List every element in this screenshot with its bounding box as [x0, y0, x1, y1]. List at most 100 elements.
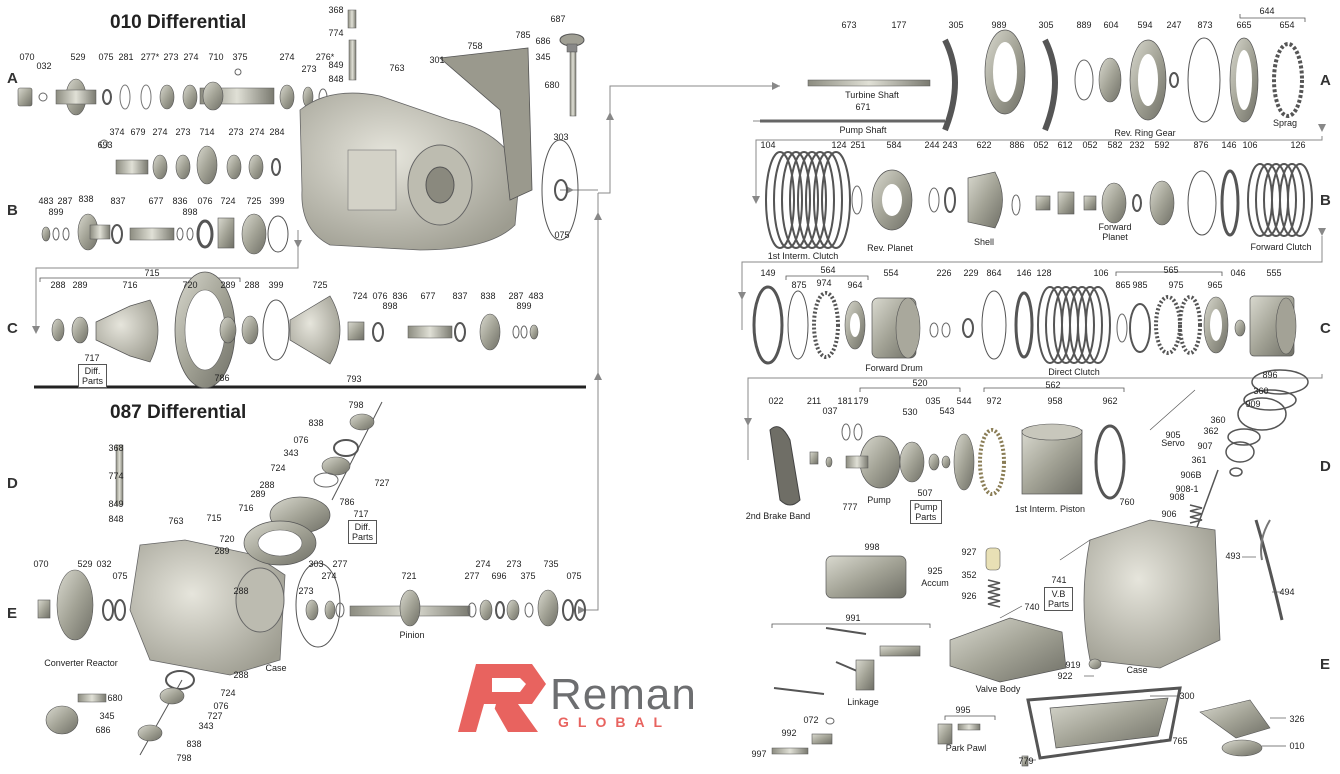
name-forward-planet: Forward Planet [1098, 222, 1132, 242]
name-linkage: Linkage [847, 697, 879, 707]
part-022: 022 [768, 396, 784, 406]
part-724: 724 [270, 463, 286, 473]
part-046: 046 [1230, 268, 1246, 278]
row-e-right-parts [771, 519, 1284, 767]
part-360: 360 [1253, 386, 1269, 396]
part-889: 889 [1076, 20, 1092, 30]
diff-parts-box-087: Diff. Parts [348, 520, 378, 544]
title-087-differential: 087 Differential [110, 402, 247, 423]
part-898: 898 [182, 207, 198, 217]
name-direct-clutch: Direct Clutch [1048, 367, 1100, 377]
part-838: 838 [78, 194, 94, 204]
part-277: 277 [332, 559, 348, 569]
part-919: 919 [1065, 660, 1081, 670]
part-352: 352 [961, 570, 977, 580]
part-273: 273 [163, 52, 179, 62]
part-716: 716 [122, 280, 138, 290]
vb-parts-box: V.B Parts [1044, 587, 1074, 611]
vb-parts-box-text: V.B Parts [1048, 589, 1070, 609]
row-a-left-parts [17, 68, 328, 116]
part-274: 274 [152, 127, 168, 137]
name-forward-clutch: Forward Clutch [1250, 242, 1312, 252]
part-696: 696 [491, 571, 507, 581]
part-179: 179 [853, 396, 869, 406]
part-837: 837 [452, 291, 468, 301]
part-727: 727 [207, 711, 223, 721]
part-284: 284 [269, 127, 285, 137]
part-604: 604 [1103, 20, 1119, 30]
part-779: 779 [1018, 756, 1034, 766]
row-letter-right-d: D [1320, 458, 1331, 475]
name-pinion: Pinion [399, 630, 425, 640]
row-d-right-parts [769, 369, 1309, 531]
part-724: 724 [352, 291, 368, 301]
part-836: 836 [172, 196, 188, 206]
part-922: 922 [1057, 671, 1073, 681]
part-543: 543 [939, 406, 955, 416]
part-277: 277* [140, 52, 160, 62]
part-326: 326 [1289, 714, 1305, 724]
diff-087-upper-drawing [243, 401, 383, 566]
part-671: 671 [855, 102, 871, 112]
part-724: 724 [220, 688, 236, 698]
part-493: 493 [1225, 551, 1241, 561]
part-076: 076 [293, 435, 309, 445]
part-687: 687 [550, 14, 566, 24]
part-686: 686 [95, 725, 111, 735]
part-925: 925 [927, 566, 943, 576]
part-786: 786 [214, 373, 230, 383]
part-594: 594 [1137, 20, 1153, 30]
part-276: 276* [315, 52, 335, 62]
part-494: 494 [1279, 587, 1295, 597]
part-032: 032 [96, 559, 112, 569]
part-673: 673 [841, 20, 857, 30]
part-149: 149 [760, 268, 776, 278]
part-740: 740 [1024, 602, 1040, 612]
name-converter-reactor: Converter Reactor [44, 658, 118, 668]
part-362: 362 [1203, 426, 1219, 436]
row-letter-left-e: E [7, 605, 18, 622]
case-010-drawing [299, 47, 533, 251]
flow-connectors-left [35, 85, 780, 611]
part-273: 273 [228, 127, 244, 137]
part-926: 926 [961, 591, 977, 601]
part-908: 908 [1169, 492, 1185, 502]
row-letter-left-a: A [7, 70, 18, 87]
part-679: 679 [130, 127, 146, 137]
part-530: 530 [902, 407, 918, 417]
row-letter-right-c: C [1320, 320, 1331, 337]
part-907: 907 [1197, 441, 1213, 451]
part-997: 997 [751, 749, 767, 759]
reman-global-logo: Reman GLOBAL [458, 664, 720, 736]
part-273: 273 [298, 586, 314, 596]
part-896: 896 [1262, 370, 1278, 380]
name-1st-interm-piston: 1st Interm. Piston [1014, 504, 1086, 514]
part-305: 305 [948, 20, 964, 30]
row-c-right-parts [752, 285, 1297, 365]
part-104: 104 [760, 140, 776, 150]
part-247: 247 [1166, 20, 1182, 30]
flow-arrowheads-right [738, 124, 1326, 426]
part-565: 565 [1163, 265, 1179, 275]
part-680: 680 [107, 693, 123, 703]
part-758: 758 [467, 41, 483, 51]
part-035: 035 [925, 396, 941, 406]
part-849: 849 [328, 60, 344, 70]
part-849: 849 [108, 499, 124, 509]
part-288: 288 [259, 480, 275, 490]
part-875: 875 [791, 280, 807, 290]
part-251: 251 [850, 140, 866, 150]
part-368: 368 [328, 5, 344, 15]
part-991: 991 [845, 613, 861, 623]
part-972: 972 [986, 396, 1002, 406]
part-927: 927 [961, 547, 977, 557]
part-958: 958 [1047, 396, 1063, 406]
part-211: 211 [806, 396, 822, 406]
name-pump: Pump [867, 495, 891, 505]
part-229: 229 [963, 268, 979, 278]
diff-087-lower-drawing [45, 444, 195, 756]
part-899: 899 [516, 301, 532, 311]
part-361: 361 [1191, 455, 1207, 465]
part-244: 244 [924, 140, 940, 150]
part-584: 584 [886, 140, 902, 150]
